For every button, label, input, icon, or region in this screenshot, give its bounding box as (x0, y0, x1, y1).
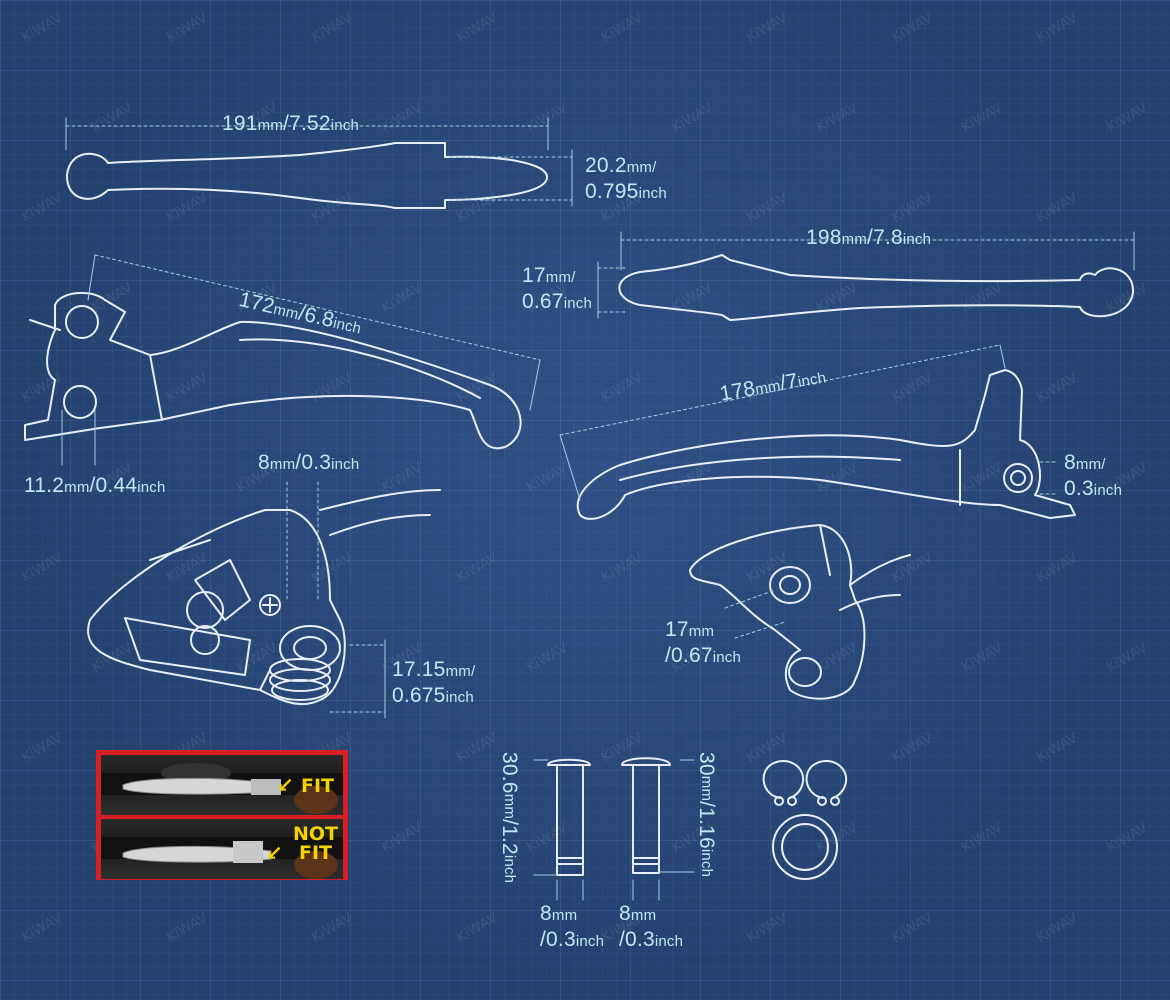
not-fit-arrow-icon: ↙ (266, 843, 283, 865)
clutch-perch-width-label: 17mm/0.67inch (665, 618, 742, 667)
left-curved-lever-dimension-lines (61, 254, 541, 466)
right-lever-outline (618, 254, 1135, 321)
perch-height-label: 17.15mm/0.675inch (392, 658, 476, 707)
left-curved-lever (24, 291, 522, 450)
top-lever-width-label: 20.2mm/0.795inch (585, 154, 667, 203)
right-lever-length-label: 198mm/7.8inch (806, 226, 932, 249)
pin1-diameter-label: 8mm/0.3inch (540, 902, 605, 951)
top-lever-dimension-lines (65, 117, 573, 207)
left-lever-offset-label: 11.2mm/0.44inch (24, 474, 166, 497)
perch-dimension-lines (286, 481, 386, 719)
right-curved-lever-dimension-lines (559, 344, 1059, 501)
right-curved-lever-bore-label: 8mm/0.3inch (1064, 451, 1123, 500)
fit-label: FIT (301, 775, 335, 797)
circlip-2 (805, 760, 848, 806)
pin2-diameter-label: 8mm/0.3inch (619, 902, 684, 951)
pin1-length-label: 30.6mm/1.2inch (498, 752, 521, 884)
not-fit-photo-lever-icon (101, 837, 343, 879)
brake-perch-assembly (87, 489, 441, 706)
circlip-1 (762, 760, 805, 806)
right-lever-width-label: 17mm/0.67inch (522, 264, 593, 313)
pin2-length-label: 30mm/1.16inch (695, 752, 718, 878)
fit-arrow-icon: ↙ (277, 775, 294, 797)
washer (772, 814, 838, 880)
top-lever-length-label: 191mm/7.52inch (222, 112, 360, 135)
pivot-pin-1 (547, 758, 591, 876)
fit-photo: ↙ FIT (101, 755, 343, 815)
clutch-perch-dimension-lines (724, 589, 786, 639)
top-lever-outline (65, 142, 548, 209)
fit-photo-lever-icon (101, 763, 343, 814)
right-curved-lever (576, 369, 1076, 520)
right-lever-dimension-lines (597, 231, 1135, 319)
perch-bore-label: 8mm/0.3inch (258, 451, 360, 474)
pin-dimension-lines (533, 759, 695, 901)
pivot-pin-2 (621, 757, 671, 874)
clutch-perch-assembly (689, 524, 911, 700)
